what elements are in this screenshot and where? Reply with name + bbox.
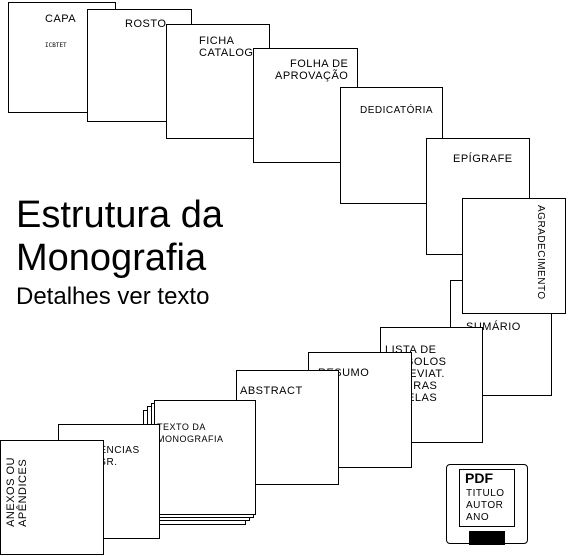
diagram-subtitle: Detalhes ver texto [16, 283, 210, 310]
page-abstract-label: ABSTRACT [240, 385, 303, 397]
page-agradecimento-label: AGRADECIMENTO [535, 205, 546, 300]
page-rosto-label: ROSTO [125, 18, 167, 30]
page-agradecimento: AGRADECIMENTO [462, 198, 566, 314]
pdf-disk-lines: TITULO AUTOR ANO [466, 488, 505, 523]
pdf-disk-label-area: PDF TITULO AUTOR ANO [459, 469, 515, 527]
pdf-disk-icon: PDF TITULO AUTOR ANO [446, 464, 528, 545]
page-epigrafe-label: EPÍGRAFE [453, 153, 513, 165]
page-anexos-label: ANEXOS OU APÊNDICES [5, 457, 29, 527]
page-ficha-catalografica: FICHA CATALOGR [166, 24, 270, 139]
page-folha-label: FOLHA DE APROVAÇÃO [275, 58, 349, 82]
page-anexos: ANEXOS OU APÊNDICES [0, 440, 104, 555]
page-capa-mark: ICBTET [45, 42, 67, 49]
diagram-title: Estrutura da Monografia [16, 194, 223, 279]
page-ficha-label: FICHA CATALOGR [199, 35, 262, 59]
page-dedicatoria: DEDICATÓRIA [340, 87, 443, 204]
page-dedicatoria-label: DEDICATÓRIA [360, 105, 434, 116]
page-capa-label: CAPA [45, 13, 77, 25]
page-texto-monografia: TEXTO DA MONOGRAFIA [154, 400, 256, 515]
pdf-disk-shutter [469, 531, 505, 545]
pdf-disk-title: PDF [465, 470, 493, 486]
page-texto-label: TEXTO DA MONOGRAFIA [157, 422, 224, 444]
